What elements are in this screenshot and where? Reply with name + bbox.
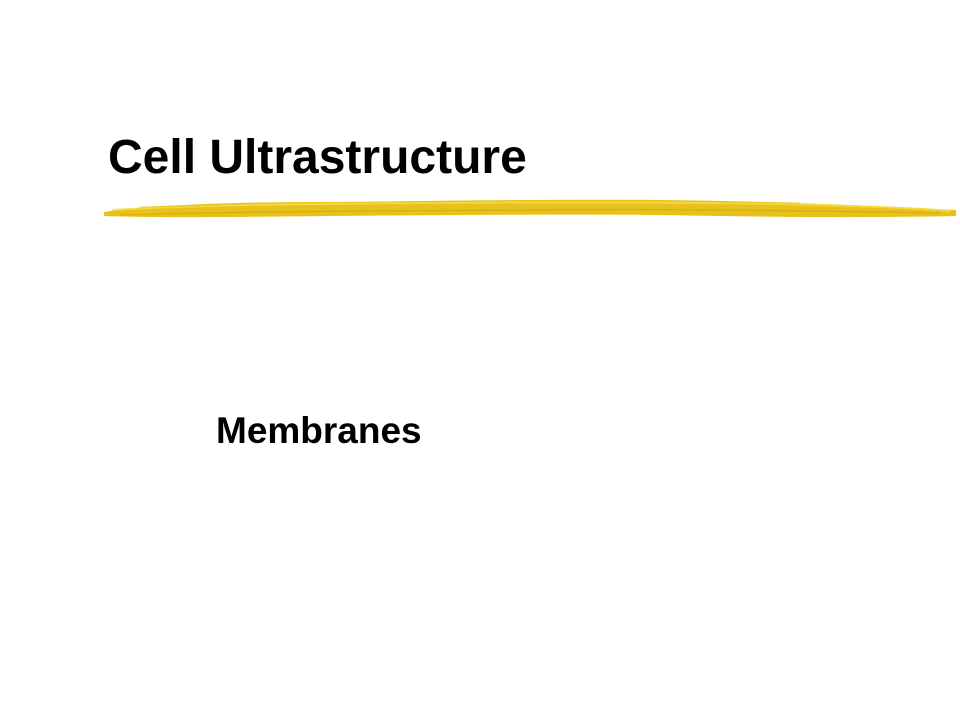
slide-title: Cell Ultrastructure xyxy=(108,131,527,184)
title-underline-brushstroke xyxy=(104,199,956,218)
slide-subtitle: Membranes xyxy=(216,410,422,451)
